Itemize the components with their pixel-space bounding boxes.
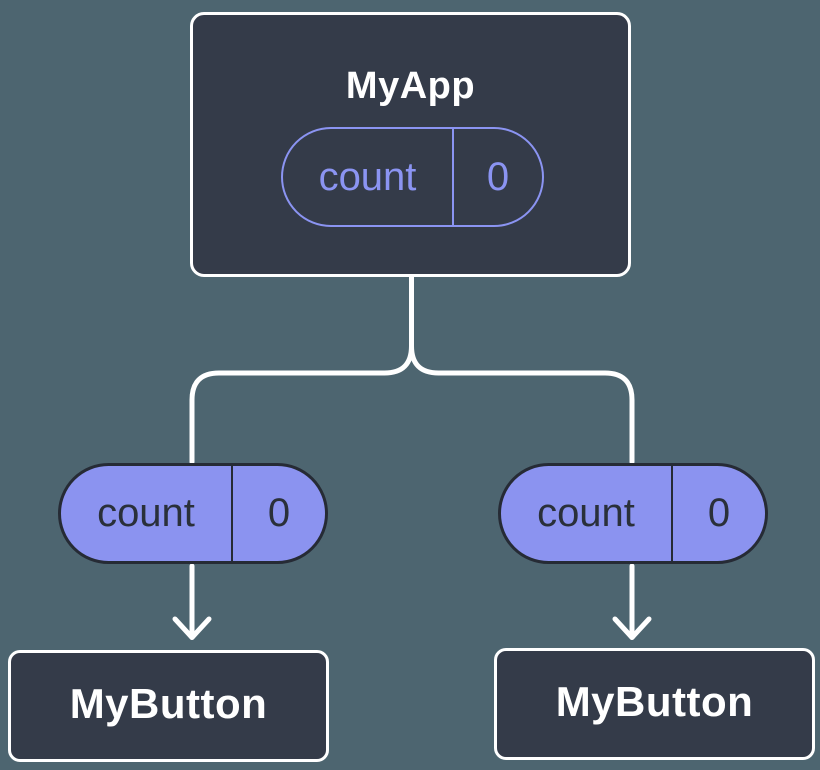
prop-pill-right: count 0 [498, 463, 768, 564]
prop-name: count [501, 466, 673, 561]
prop-value: 0 [707, 491, 731, 535]
state-value: 0 [486, 154, 510, 199]
connector-branch-left [189, 343, 414, 465]
root-component-node: MyApp [190, 12, 631, 277]
child-component-title: MyButton [555, 678, 754, 726]
prop-name: count [61, 466, 233, 561]
root-component-title: MyApp [345, 65, 476, 107]
connector-branch-right [409, 343, 635, 465]
child-component-title: MyButton [69, 680, 268, 728]
child-component-node-right: MyButton [494, 648, 815, 760]
arrow-down-right-icon [612, 616, 652, 640]
child-component-node-left: MyButton [8, 650, 329, 762]
arrow-down-left-icon [172, 616, 212, 640]
prop-value: 0 [267, 491, 291, 535]
state-pill: count 0 [281, 127, 544, 227]
state-name: count [283, 129, 454, 225]
prop-pill-left: count 0 [58, 463, 328, 564]
